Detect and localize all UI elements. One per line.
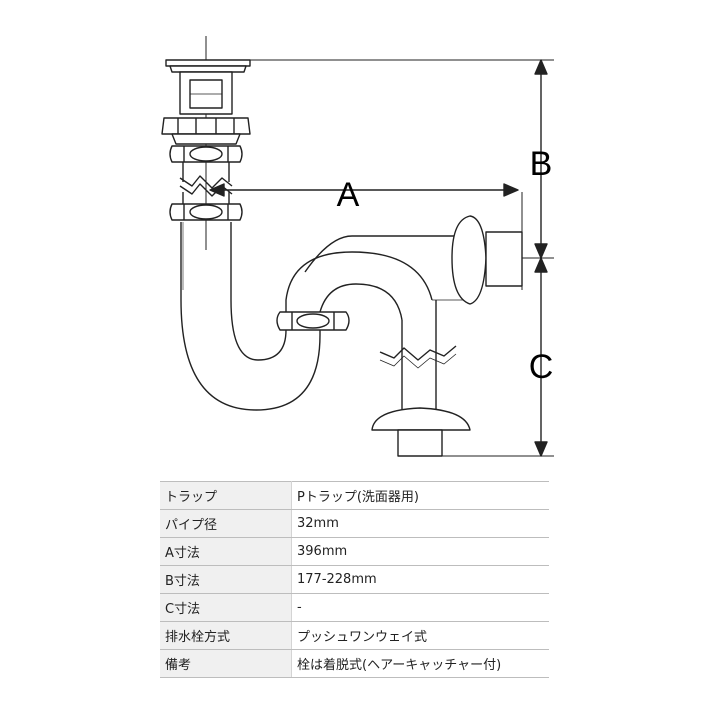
wall-flange <box>451 192 523 305</box>
row-key-notes: 備考 <box>160 649 292 678</box>
row-value-drain-type: プッシュワンウェイ式 <box>291 621 549 650</box>
dimension-c-arrow <box>534 257 548 457</box>
row-key-pipe-diameter: パイプ径 <box>160 509 292 538</box>
upper-coupling-nut <box>169 145 243 163</box>
p-trap-diagram: A B C <box>161 36 554 457</box>
row-value-c-dimension: - <box>291 593 549 622</box>
trap-bend <box>180 222 470 412</box>
trap-nut <box>276 311 350 331</box>
row-value-a-dimension: 396mm <box>291 537 549 566</box>
table-row: A寸法 396mm <box>160 537 549 566</box>
table-row: C寸法 - <box>160 593 549 622</box>
row-key-drain-type: 排水栓方式 <box>160 621 292 650</box>
row-key-a-dimension: A寸法 <box>160 537 292 566</box>
table-row: 備考 栓は着脱式(ヘアーキャッチャー付) <box>160 649 549 678</box>
table-row: B寸法 177-228mm <box>160 565 549 594</box>
drain-plug <box>161 59 251 145</box>
middle-coupling-nut <box>169 203 243 221</box>
row-key-b-dimension: B寸法 <box>160 565 292 594</box>
row-value-b-dimension: 177-228mm <box>291 565 549 594</box>
row-value-notes: 栓は着脱式(ヘアーキャッチャー付) <box>291 649 549 678</box>
table-row: 排水栓方式 プッシュワンウェイ式 <box>160 621 549 650</box>
break-mark <box>379 345 457 361</box>
table-row: トラップ Pトラップ(洗面器用) <box>160 481 549 510</box>
dimension-b-label: B <box>530 145 553 183</box>
row-key-trap: トラップ <box>160 481 292 510</box>
floor-flange <box>371 407 554 457</box>
dimension-a-label: A <box>337 176 360 214</box>
table-row: パイプ径 32mm <box>160 509 549 538</box>
row-value-trap: Pトラップ(洗面器用) <box>291 481 549 510</box>
row-value-pipe-diameter: 32mm <box>291 509 549 538</box>
dimension-a-arrow <box>209 183 519 197</box>
dimension-b-arrow <box>534 59 548 259</box>
spec-table: トラップ Pトラップ(洗面器用) パイプ径 32mm A寸法 396mm B寸法… <box>160 481 549 678</box>
dimension-c-label: C <box>529 348 554 386</box>
row-key-c-dimension: C寸法 <box>160 593 292 622</box>
